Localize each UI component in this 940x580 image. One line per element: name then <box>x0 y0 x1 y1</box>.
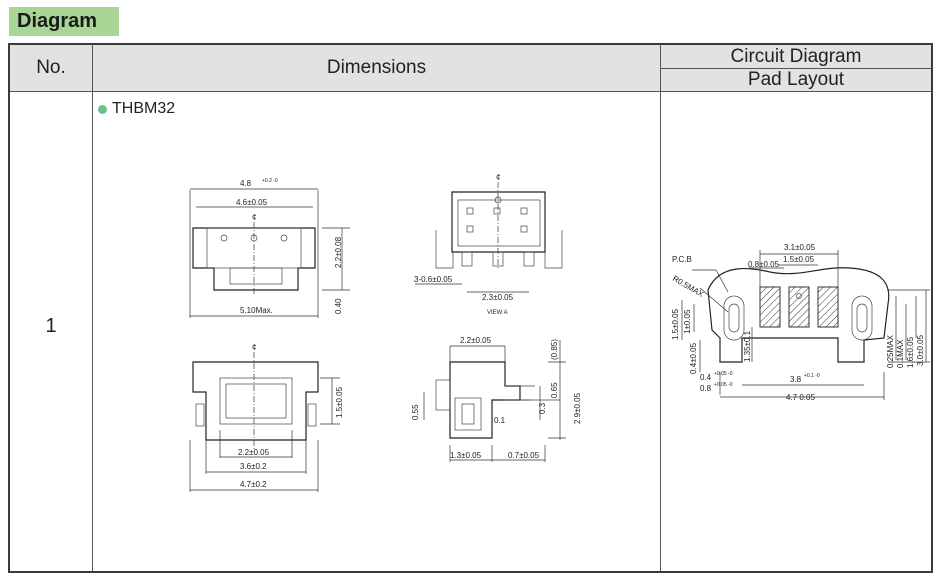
dim-label: 3.1±0.05 <box>784 243 816 252</box>
dim-label: 3.8 <box>790 375 802 384</box>
dim-label: 3.6±0.2 <box>240 462 267 471</box>
dim-label: 0.3 <box>538 402 547 414</box>
header-pad-label: Pad Layout <box>747 69 845 90</box>
dim-label: (0.85) <box>550 339 559 360</box>
centerline-mark: ¢ <box>496 173 500 182</box>
row-number: 1 <box>45 315 57 337</box>
dim-label: 0.1MAX <box>896 339 905 368</box>
section-title: Diagram <box>9 7 119 36</box>
dim-label: 2.3±0.05 <box>482 293 514 302</box>
dim-label: 4.7±0.2 <box>240 480 267 489</box>
dim-label: 2.2±0.05 <box>238 448 270 457</box>
dim-label: 0.1 <box>494 416 506 425</box>
dim-label: +0.05 -0 <box>714 371 733 377</box>
header-dimensions-label: Dimensions <box>326 57 427 78</box>
dim-label: 0.7±0.05 <box>508 451 540 460</box>
dim-label: P.C.B <box>672 255 692 264</box>
side-view-drawing: ¢ 3-0.6±0.05 2.3±0.05 VIEW A <box>414 173 563 316</box>
dim-label: 4.8 <box>240 179 252 188</box>
top-view-drawing: 4.8 +0.2 -0 4.6±0.05 5.10Max. ¢ 2.2±0.08… <box>189 178 350 318</box>
dim-label: 0.4 <box>700 373 712 382</box>
divider <box>660 68 931 69</box>
dim-label: 3.0±0.05 <box>916 334 925 366</box>
divider <box>660 45 661 571</box>
dim-label: 1±0.05 <box>683 309 692 334</box>
dim-label: 4.7 0.05 <box>786 393 815 402</box>
dim-label: 0.4±0.05 <box>689 342 698 374</box>
dim-label: 1.5±0.05 <box>783 255 815 264</box>
dim-label: 3-0.6±0.05 <box>414 275 453 284</box>
dim-label: 5.10Max. <box>240 306 273 315</box>
dim-label: 1.35±0.1 <box>743 330 752 362</box>
header-dimensions: Dimensions <box>93 45 660 91</box>
header-no: No. <box>10 45 92 91</box>
dim-label: 1.6±0.05 <box>906 336 915 368</box>
dim-label: +0.2 -0 <box>262 178 278 184</box>
header-circuit: Circuit Diagram <box>661 45 931 68</box>
centerline-mark: ¢ <box>252 213 256 222</box>
dim-label: 4.6±0.05 <box>236 198 268 207</box>
divider <box>10 91 931 92</box>
dim-label: 0.40 <box>334 298 343 314</box>
bottom-view-drawing: ¢ 2.2±0.05 3.6±0.2 4.7±0.2 1.5±0.05 <box>189 343 344 492</box>
dim-label: 2.9±0.05 <box>573 392 582 424</box>
dim-label: 1.5±0.05 <box>671 308 680 340</box>
centerline-mark: ¢ <box>252 343 256 352</box>
header-no-label: No. <box>36 57 66 78</box>
pad-layout-drawing: 3.1±0.05 1.5±0.05 0.8±0.05 P.C.B R0.5MAX… <box>671 243 930 402</box>
dim-label: 0.8±0.05 <box>748 260 780 269</box>
part-name: THBM32 <box>98 100 175 118</box>
header-circuit-label: Circuit Diagram <box>730 46 862 67</box>
header-pad: Pad Layout <box>661 69 931 91</box>
dim-label: +0.05 -0 <box>714 382 733 388</box>
dim-label: 0.55 <box>411 404 420 420</box>
dim-label: 2.2±0.08 <box>334 236 343 268</box>
dim-label: +0.1 -0 <box>804 373 820 379</box>
part-label: THBM32 <box>112 100 176 117</box>
section-view-drawing: 2.2±0.05 (0.85) 0.65 0.3 2.9±0.05 0.55 0… <box>411 336 582 462</box>
dim-label: 0.25MAX <box>886 334 895 368</box>
dim-label: 1.5±0.05 <box>335 386 344 418</box>
view-label: VIEW A <box>487 310 508 316</box>
dim-label: 2.2±0.05 <box>460 336 492 345</box>
dim-label: 0.8 <box>700 384 712 393</box>
dim-label: 0.65 <box>550 382 559 398</box>
dim-label: R0.5MAX <box>671 274 706 299</box>
bullet-icon <box>98 104 107 114</box>
diagram-table: No. Dimensions Circuit Diagram Pad Layou… <box>8 43 933 573</box>
dim-label: 1.3±0.05 <box>450 451 482 460</box>
divider <box>92 45 93 571</box>
